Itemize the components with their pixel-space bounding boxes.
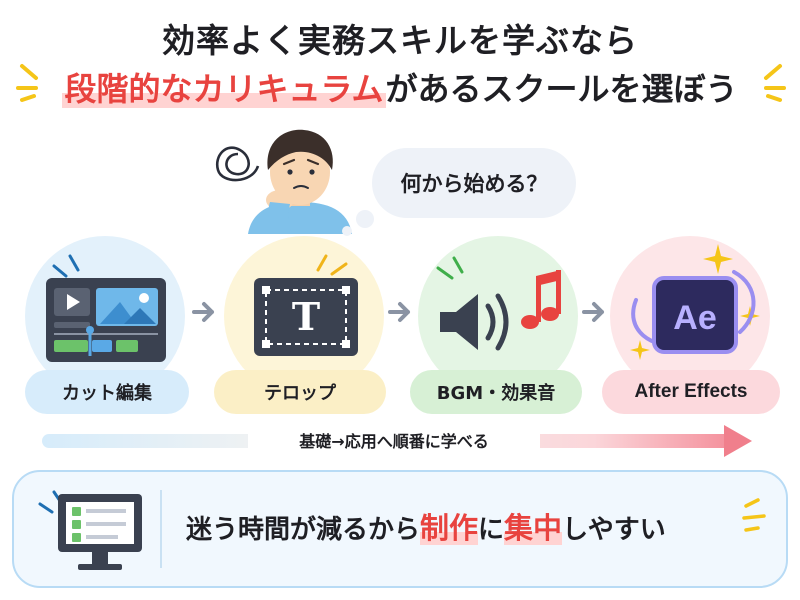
checklist-monitor-icon [38,490,142,570]
bottom-divider [160,490,162,568]
arrow-right-icon [388,302,410,322]
sparkle-icon [703,244,733,274]
title-line-2: 段階的なカリキュラムがあるスクールを選ぼう [0,64,800,110]
arrow-right-icon [582,302,604,322]
progress-label: 基礎→応用へ順番に学べる [248,430,540,454]
bottom-highlight-seisaku: 制作 [420,511,479,545]
step-label-telop: テロップ [214,370,386,414]
bottom-text-mid: に [478,515,505,545]
thinking-person-illustration [215,129,352,234]
thought-bubble: 何から始める？ [372,148,576,218]
after-effects-icon: Ae [630,244,760,360]
bottom-message: 迷う時間が減るから制作に集中しやすい [186,505,666,547]
bottom-text-before: 迷う時間が減るから [186,515,421,545]
step-label-ae: After Effects [602,370,780,414]
thought-dot-large [356,210,374,228]
telop-glyph: T [292,294,320,339]
bottom-highlight-shuchu: 集中 [504,511,563,545]
step-label-cut: カット編集 [25,370,189,414]
music-note-icon [521,270,561,329]
arrow-right-icon [192,302,214,322]
sparkle-bottom-icon [630,340,650,360]
ae-logo-text: Ae [673,299,716,337]
title-line-1: 効率よく実務スキルを学ぶなら [162,21,638,60]
thought-dot-small [342,226,352,236]
sparkle-lines-right-icon [764,64,786,102]
sparkle-lines-bottom-icon [742,498,766,532]
bottom-text-after: しやすい [562,515,666,545]
progress-arrow-head-icon [724,425,752,457]
sparkle-lines-left-icon [16,64,38,102]
step-label-bgm: BGM・効果音 [410,370,582,414]
speaker-music-icon [436,256,561,351]
text-frame-icon: T [254,254,358,356]
confusion-swirl-icon [215,146,260,182]
video-editor-icon [46,254,166,362]
title-line-2-rest: があるスクールを選ぼう [385,70,738,108]
title-highlight: 段階的なカリキュラム [62,70,386,108]
